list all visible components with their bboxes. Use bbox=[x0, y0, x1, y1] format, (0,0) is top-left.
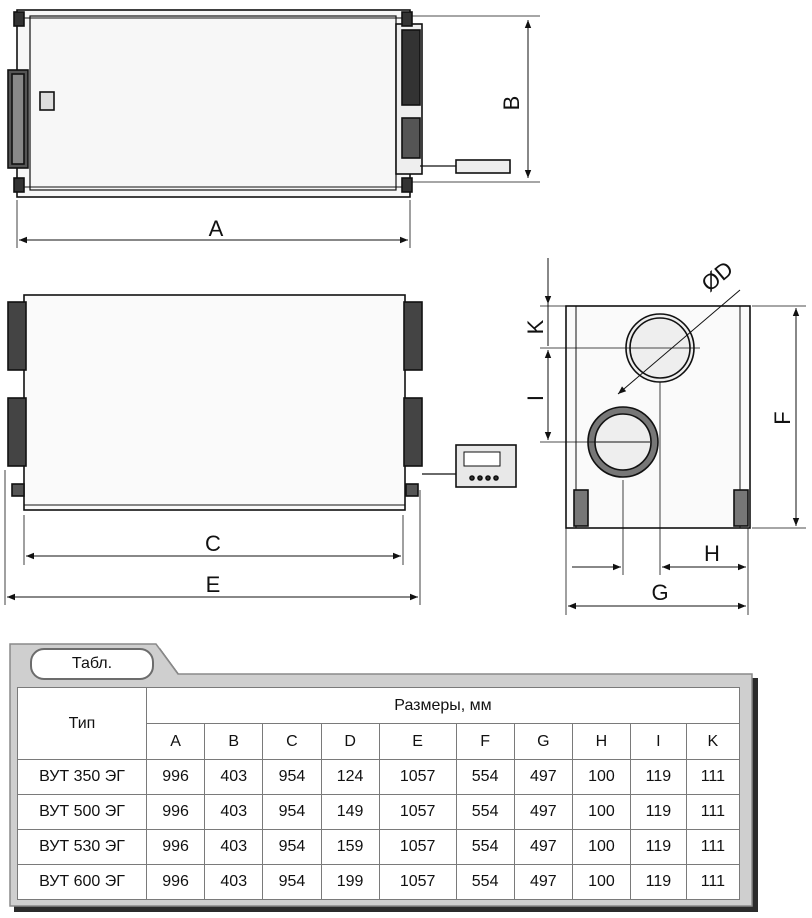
table-cell: 100 bbox=[571, 794, 632, 830]
table-cell: 159 bbox=[320, 829, 380, 865]
table-cell: 954 bbox=[262, 759, 322, 795]
table-cell: 497 bbox=[513, 829, 573, 865]
side-view bbox=[540, 258, 806, 615]
dim-label-a: A bbox=[209, 216, 224, 241]
table-cell: 1057 bbox=[378, 829, 457, 865]
dim-label-b: B bbox=[499, 96, 524, 111]
table-cell: 954 bbox=[262, 794, 322, 830]
table-cell: 100 bbox=[571, 829, 632, 865]
table-cell: 111 bbox=[685, 759, 741, 795]
table-cell: 497 bbox=[513, 759, 573, 795]
row-type-cell: ВУТ 500 ЭГ bbox=[17, 794, 147, 830]
table-cell: 996 bbox=[145, 794, 206, 830]
table-cell: 554 bbox=[455, 864, 515, 900]
column-header: F bbox=[455, 723, 515, 760]
column-header: C bbox=[262, 723, 322, 760]
table-column-header-row: A B C D E F G H I K bbox=[18, 723, 741, 760]
table-cell: 497 bbox=[513, 794, 573, 830]
table-cell: 954 bbox=[262, 864, 322, 900]
table-cell: 111 bbox=[685, 829, 741, 865]
table-cell: 996 bbox=[145, 759, 206, 795]
table-cell: 124 bbox=[320, 759, 380, 795]
table-cell: 100 bbox=[571, 864, 632, 900]
table-cell: 996 bbox=[145, 829, 206, 865]
table-cell: 554 bbox=[455, 759, 515, 795]
table-cell: 199 bbox=[320, 864, 380, 900]
table-cell: 1057 bbox=[378, 759, 457, 795]
table-cell: 403 bbox=[204, 759, 264, 795]
table-cell: 111 bbox=[685, 794, 741, 830]
table-cell: 403 bbox=[204, 794, 264, 830]
row-type-cell: ВУТ 350 ЭГ bbox=[17, 759, 147, 795]
top-view bbox=[7, 9, 540, 248]
table-cell: 1057 bbox=[378, 864, 457, 900]
table-header-row: Тип Размеры, мм bbox=[17, 687, 740, 760]
table-tab-label: Табл. bbox=[30, 648, 154, 680]
table-cell: 119 bbox=[630, 829, 687, 865]
table-cell: 403 bbox=[204, 864, 264, 900]
dim-label-h: H bbox=[704, 541, 720, 566]
column-header: K bbox=[685, 723, 741, 760]
table-cell: 554 bbox=[455, 794, 515, 830]
dim-label-d: ØD bbox=[697, 256, 738, 296]
column-header: I bbox=[630, 723, 687, 760]
table-cell: 111 bbox=[685, 864, 741, 900]
table-cell: 119 bbox=[630, 794, 687, 830]
column-header: G bbox=[513, 723, 573, 760]
column-header: D bbox=[320, 723, 380, 760]
table-cell: 996 bbox=[145, 864, 206, 900]
dim-label-i: I bbox=[523, 395, 548, 401]
table-cell: 403 bbox=[204, 829, 264, 865]
dimensions-table: Тип Размеры, мм A B C D E F G H I K ВУТ … bbox=[17, 687, 741, 900]
dim-label-e: E bbox=[206, 572, 221, 597]
dim-label-f: F bbox=[770, 411, 795, 424]
type-header: Тип bbox=[17, 687, 147, 760]
table-cell: 149 bbox=[320, 794, 380, 830]
column-header: E bbox=[378, 723, 457, 760]
table-cell: 119 bbox=[630, 759, 687, 795]
dim-label-c: C bbox=[205, 531, 221, 556]
column-header: B bbox=[204, 723, 264, 760]
table-cell: 1057 bbox=[378, 794, 457, 830]
dim-label-k: K bbox=[523, 319, 548, 334]
table-cell: 497 bbox=[513, 864, 573, 900]
table-cell: 119 bbox=[630, 864, 687, 900]
dim-label-g: G bbox=[651, 580, 668, 605]
dimensions-group-header: Размеры, мм bbox=[146, 687, 740, 724]
technical-drawing: B A C E bbox=[4, 9, 806, 615]
row-type-cell: ВУТ 600 ЭГ bbox=[17, 864, 147, 900]
column-header: A bbox=[145, 723, 206, 760]
table-cell: 100 bbox=[571, 759, 632, 795]
table-cell: 954 bbox=[262, 829, 322, 865]
column-header: H bbox=[571, 723, 632, 760]
front-view bbox=[4, 294, 517, 605]
row-type-cell: ВУТ 530 ЭГ bbox=[17, 829, 147, 865]
table-cell: 554 bbox=[455, 829, 515, 865]
